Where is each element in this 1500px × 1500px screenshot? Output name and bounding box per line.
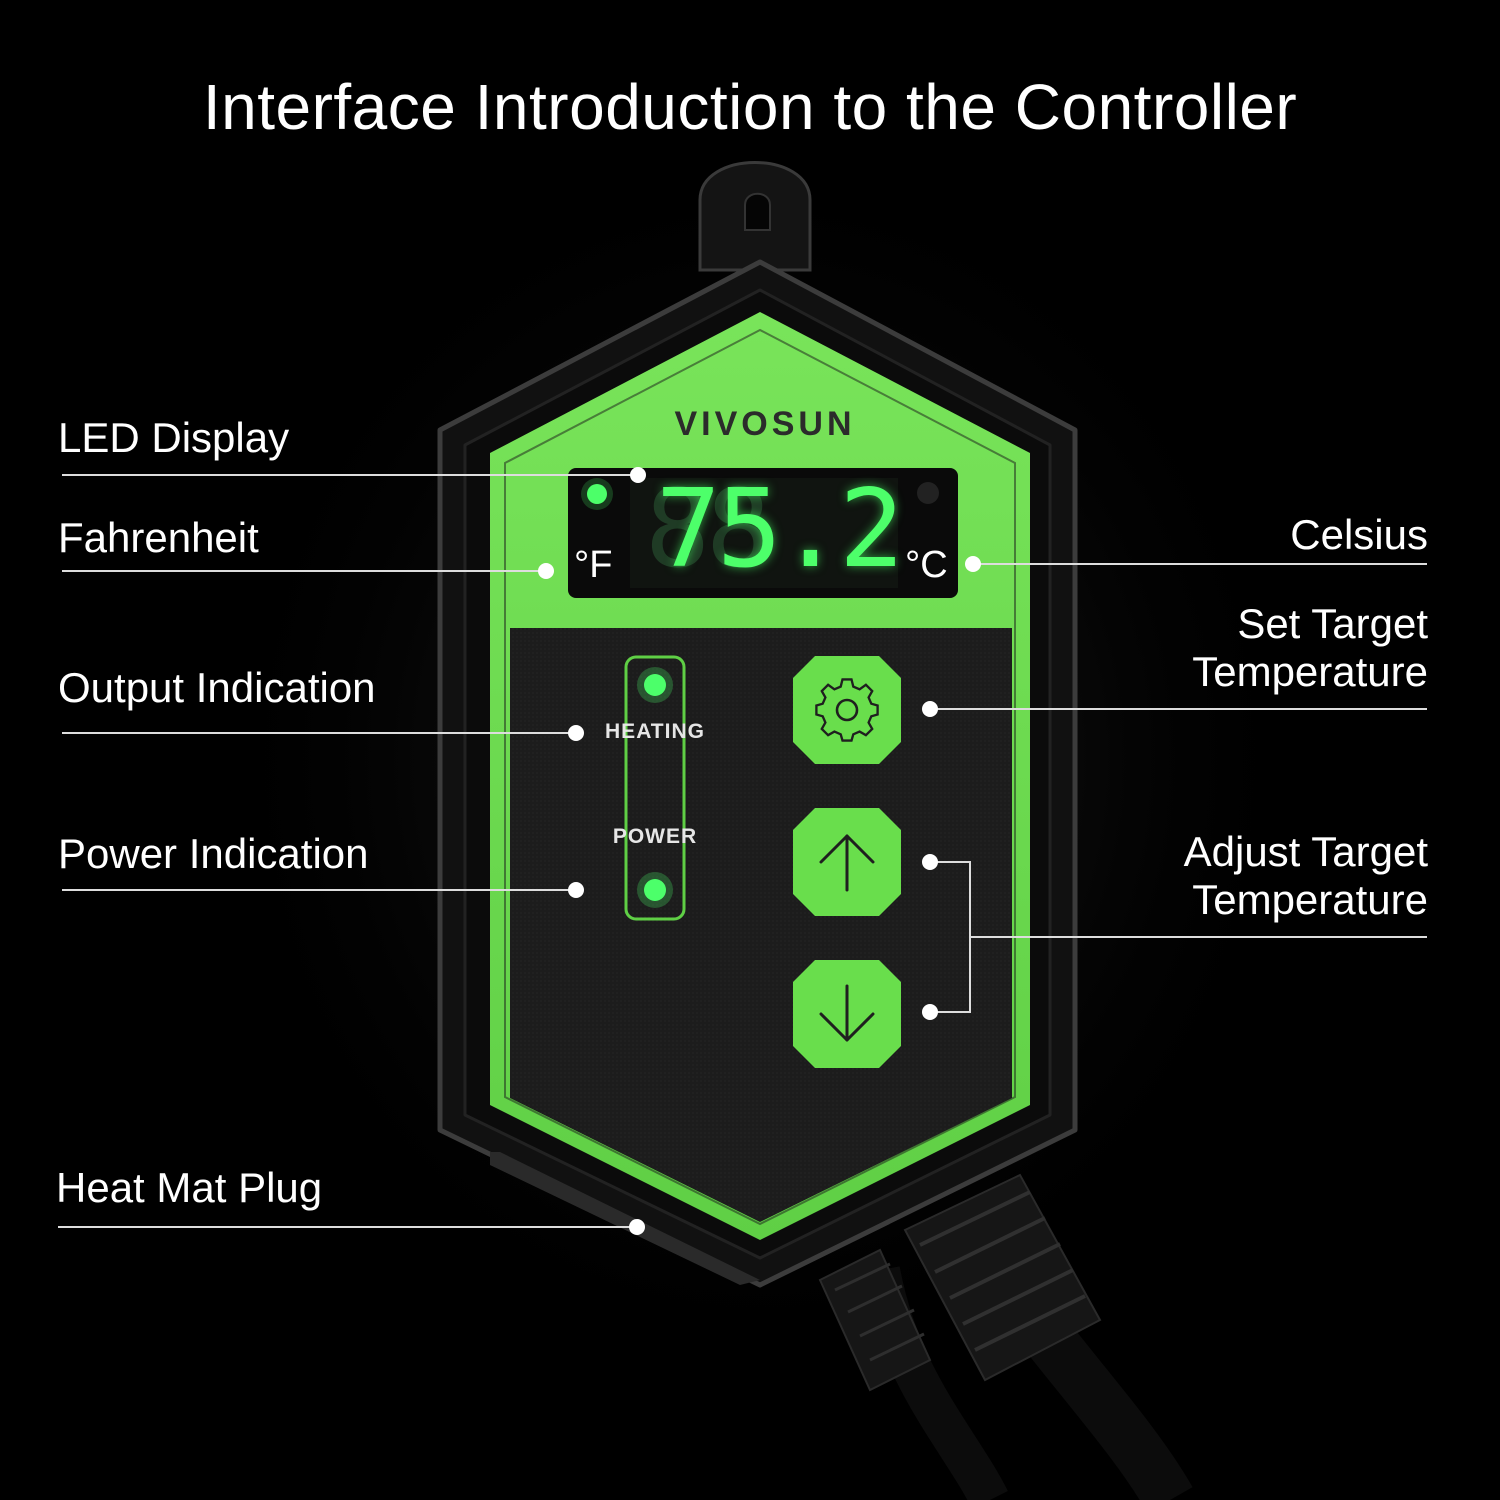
callout-set-target-temperature: Set Target Temperature — [1192, 600, 1428, 697]
adjust-target-line-2: Temperature — [1192, 876, 1428, 924]
display-led-f — [587, 484, 607, 504]
adjust-target-line-1: Adjust Target — [1183, 828, 1428, 875]
heat-mat-plug-port — [490, 1152, 760, 1285]
callout-output-indication: Output Indication — [58, 664, 376, 711]
up-button[interactable] — [793, 808, 901, 916]
callout-led-display: LED Display — [58, 414, 290, 461]
indicator-panel — [624, 655, 686, 921]
callout-dots — [538, 467, 981, 1235]
callout-adjust-target-temperature: Adjust Target Temperature — [1184, 828, 1428, 925]
hanger-tab — [698, 161, 812, 272]
callout-lines — [58, 474, 1427, 1228]
set-target-line-2: Temperature — [1192, 648, 1428, 696]
callout-heat-mat-plug: Heat Mat Plug — [56, 1164, 323, 1211]
cable-strain-relief-left — [818, 1248, 932, 1392]
callout-power-indication: Power Indication — [58, 830, 369, 877]
heating-label: HEATING — [605, 720, 705, 743]
heating-led — [644, 674, 666, 696]
celsius-unit: °C — [905, 544, 948, 586]
button-area — [510, 628, 1012, 1222]
power-label: POWER — [612, 825, 698, 848]
temperature-reading: 75.2 — [655, 467, 904, 592]
display-ghost-segments: 88 — [645, 467, 771, 592]
display-led-c — [917, 482, 939, 504]
cable-strain-relief-right — [903, 1173, 1102, 1382]
gear-icon — [815, 678, 879, 742]
arrow-up-icon — [819, 834, 875, 892]
set-target-line-1: Set Target — [1237, 600, 1428, 647]
callout-fahrenheit: Fahrenheit — [58, 514, 259, 561]
page-title: Interface Introduction to the Controller — [202, 71, 1298, 143]
fahrenheit-unit: °F — [574, 544, 613, 586]
down-button[interactable] — [793, 960, 901, 1068]
settings-button[interactable] — [793, 656, 901, 764]
power-led — [644, 879, 666, 901]
arrow-down-icon — [819, 984, 875, 1042]
brand-logo: VIVOSUN — [674, 405, 856, 443]
callout-celsius: Celsius — [1290, 511, 1428, 558]
